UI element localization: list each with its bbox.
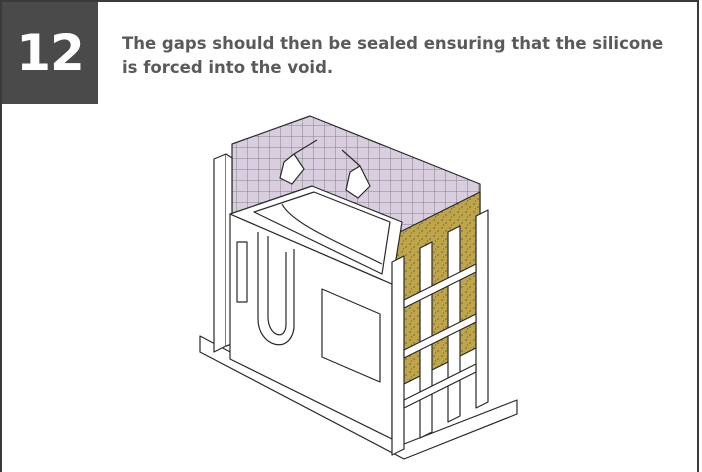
faucet-right xyxy=(345,165,371,199)
step-instruction: The gaps should then be sealed ensuring … xyxy=(122,34,664,77)
step-number-badge: 12 xyxy=(2,2,98,104)
batten-mid xyxy=(403,313,477,359)
frame-post-right-1 xyxy=(391,255,405,456)
frame-post-left xyxy=(213,153,227,353)
bathtub-illustration xyxy=(199,115,518,460)
step-number: 12 xyxy=(16,24,85,82)
frame-post-right-4 xyxy=(475,209,489,409)
batten-low xyxy=(403,363,477,409)
batten-top xyxy=(403,263,477,309)
tub-door xyxy=(257,232,295,346)
faucet-left xyxy=(279,153,305,185)
access-panel xyxy=(321,288,381,383)
side-panel xyxy=(236,241,248,303)
